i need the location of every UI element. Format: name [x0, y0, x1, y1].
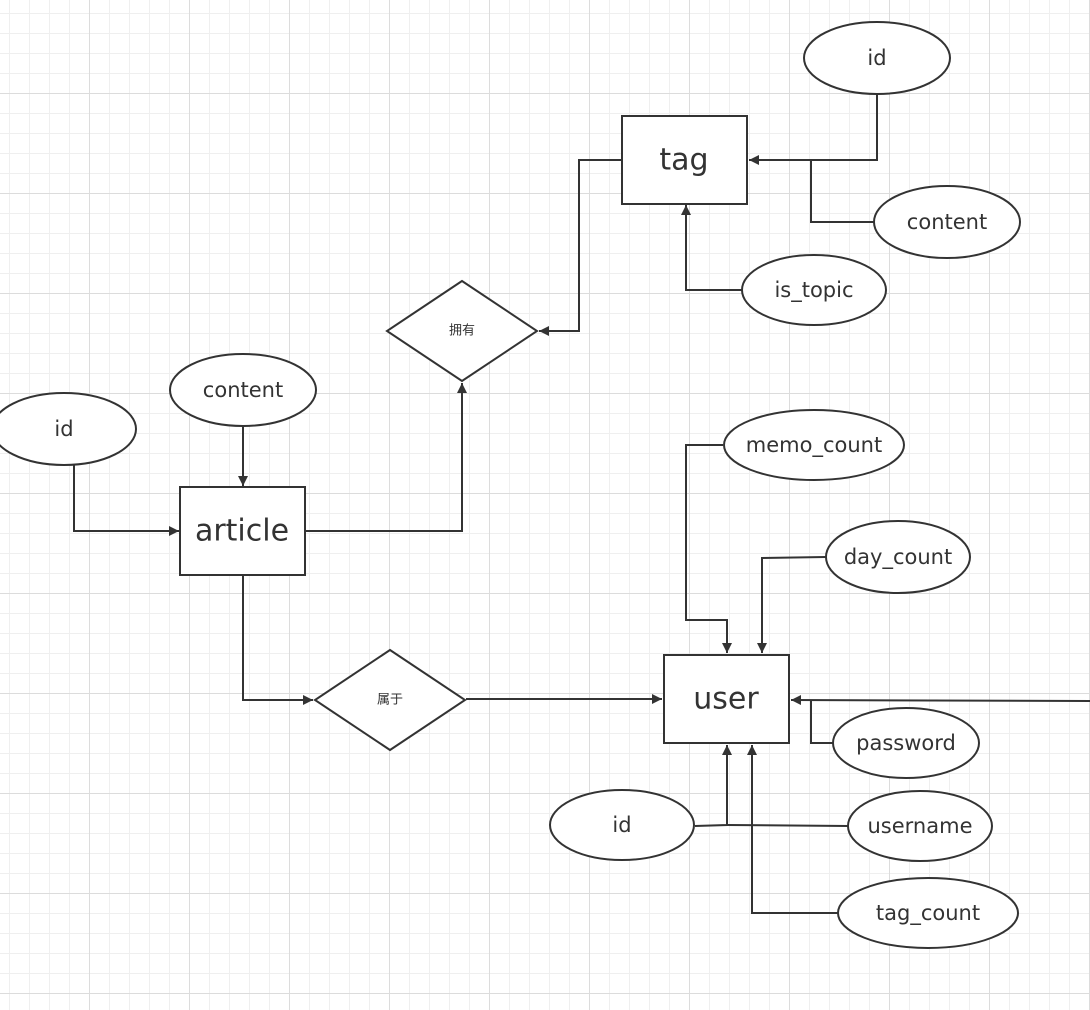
article-entity[interactable]: article [179, 486, 306, 576]
user-memo-count-label: memo_count [746, 433, 882, 458]
article-id-label: id [54, 417, 73, 441]
has-relationship-label: 拥有 [449, 324, 475, 339]
belongs-to-relationship[interactable]: 属于 [313, 648, 467, 752]
edge-user-memo-count [685, 444, 732, 653]
article-content-attribute[interactable]: content [169, 353, 317, 427]
edge-article-id [73, 465, 179, 536]
edge-article-belongs-to [242, 576, 313, 705]
user-entity[interactable]: user [663, 654, 790, 744]
tag-id-attribute[interactable]: id [803, 21, 951, 95]
user-day-count-label: day_count [844, 545, 952, 570]
user-password-label: password [856, 731, 956, 755]
edge-tag-content [810, 160, 875, 223]
user-id-label: id [612, 813, 631, 837]
edge-user-tag-count [747, 745, 838, 914]
edge-user-username [726, 824, 849, 827]
article-entity-label: article [195, 514, 289, 549]
has-relationship[interactable]: 拥有 [385, 279, 539, 383]
user-id-attribute[interactable]: id [549, 789, 695, 861]
tag-content-label: content [907, 210, 987, 234]
edge-user-id [694, 745, 732, 827]
tag-id-label: id [867, 46, 886, 70]
edge-tag-id [749, 94, 878, 165]
user-tag-count-attribute[interactable]: tag_count [837, 877, 1019, 949]
tag-is-topic-label: is_topic [774, 278, 853, 303]
tag-is-topic-attribute[interactable]: is_topic [741, 254, 887, 326]
edge-user-day-count [757, 556, 827, 653]
user-password-attribute[interactable]: password [832, 707, 980, 779]
user-tag-count-label: tag_count [876, 901, 980, 926]
tag-entity[interactable]: tag [621, 115, 748, 205]
edge-tag-has [539, 159, 622, 336]
user-username-label: username [868, 814, 973, 838]
edge-tag-is-topic [681, 205, 742, 291]
edge-user-external [790, 695, 1090, 706]
user-username-attribute[interactable]: username [847, 790, 993, 862]
belongs-to-relationship-label: 属于 [377, 693, 403, 708]
tag-content-attribute[interactable]: content [873, 185, 1021, 259]
tag-entity-label: tag [659, 143, 708, 178]
user-memo-count-attribute[interactable]: memo_count [723, 409, 905, 481]
user-entity-label: user [693, 682, 759, 717]
connectors [73, 94, 1090, 914]
edge-user-password [810, 701, 834, 744]
article-content-label: content [203, 378, 283, 402]
article-id-attribute[interactable]: id [0, 392, 137, 466]
edge-article-has [306, 383, 467, 532]
user-day-count-attribute[interactable]: day_count [825, 520, 971, 594]
